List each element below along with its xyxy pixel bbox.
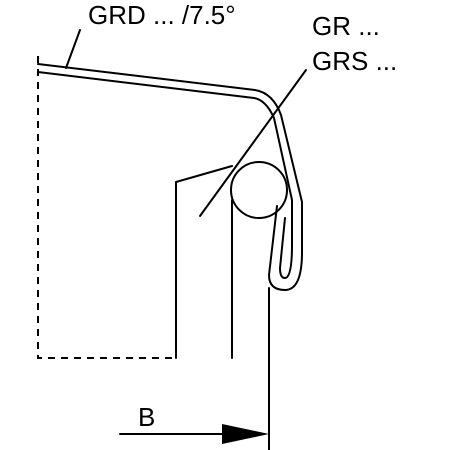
- label-gr: GR ...: [312, 11, 380, 41]
- leader-line-grd: [65, 29, 81, 69]
- leader-line-gr: [199, 69, 307, 217]
- dimension-label-b: B: [138, 402, 156, 432]
- wall-web: [175, 165, 233, 359]
- sheet-profile-outer: [37, 63, 303, 291]
- edge-bead: [230, 161, 288, 219]
- label-grs: GRS ...: [312, 46, 398, 76]
- label-grd: GRD ... /7.5°: [88, 0, 236, 30]
- sheet-profile-inner: [37, 71, 293, 279]
- dimension-arrow-head: [222, 424, 269, 444]
- dashed-outline: [37, 56, 176, 359]
